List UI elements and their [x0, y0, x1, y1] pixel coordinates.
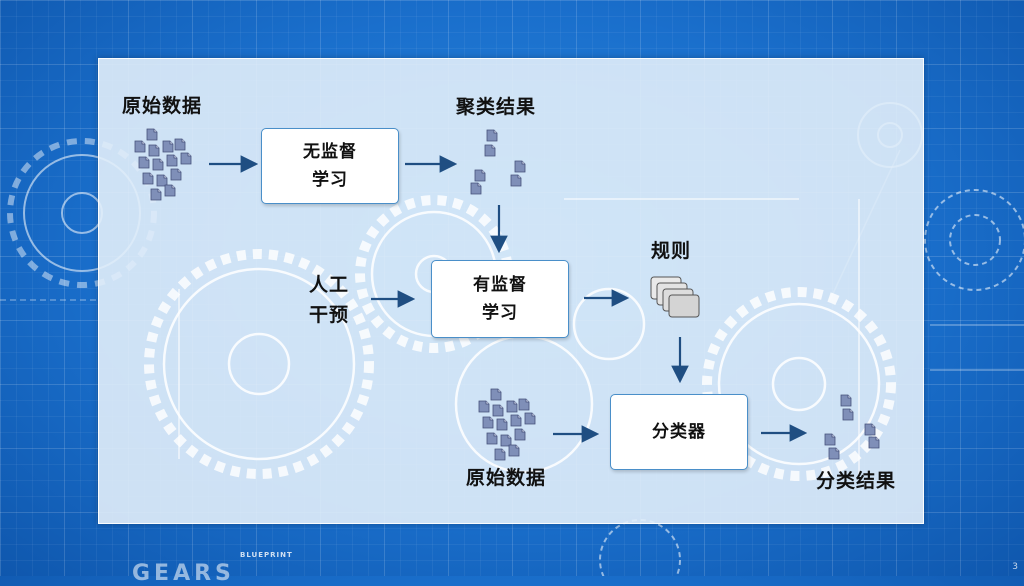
classifier-box: 分类器 [610, 394, 748, 470]
cluster-result-docs [470, 129, 526, 195]
blueprint-tag: BLUEPRINT [240, 551, 293, 559]
unsupervised-learning-label: 无监督 学习 [303, 142, 357, 190]
flow-arrows [209, 155, 808, 443]
raw-data-top-label: 原始数据 [121, 95, 202, 117]
classifier-label: 分类器 [652, 422, 706, 442]
gears-tag: GEARS [132, 561, 235, 586]
raw-data-bottom-docs [478, 388, 536, 461]
rules-label: 规则 [650, 240, 691, 262]
classification-result-label: 分类结果 [815, 470, 896, 492]
rules-cards-icon [650, 276, 700, 318]
supervised-learning-label: 有监督 学习 [473, 275, 527, 323]
classification-result-docs [824, 394, 880, 460]
diagram-panel: 原始数据 无监督 学习 聚类结果 人工 干预 有监督 学习 规则 原始数据 分类… [98, 58, 924, 524]
cluster-result-label: 聚类结果 [455, 96, 536, 118]
unsupervised-learning-box: 无监督 学习 [261, 128, 399, 204]
supervised-learning-box: 有监督 学习 [431, 260, 569, 338]
raw-data-bottom-label: 原始数据 [465, 467, 546, 489]
raw-data-top-docs [134, 128, 192, 201]
human-intervention-label: 人工 干预 [308, 274, 349, 326]
page-number: 3 [1012, 562, 1018, 572]
